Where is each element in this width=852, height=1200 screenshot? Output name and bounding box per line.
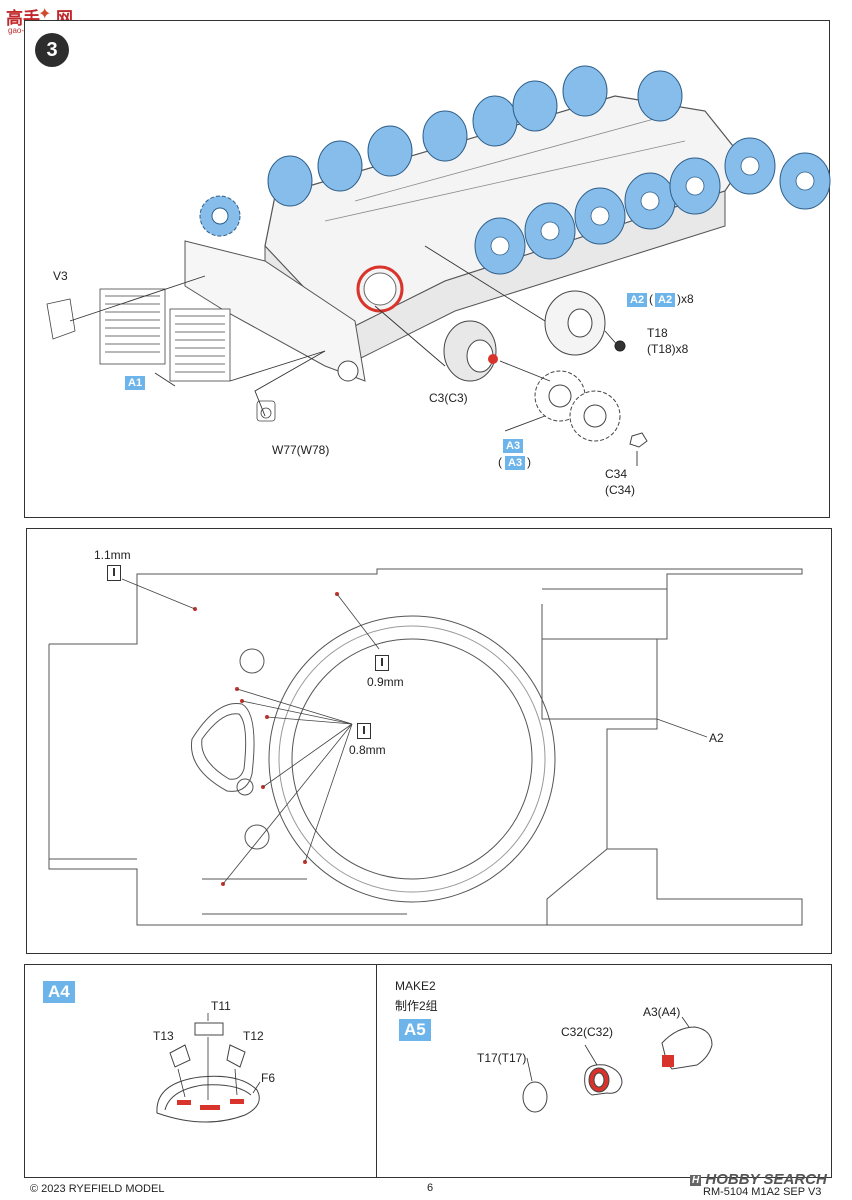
paren-open-a2: ( xyxy=(649,292,653,306)
part-t11 xyxy=(194,1022,224,1036)
label-drill-1-1: 1.1mm xyxy=(94,548,131,562)
label-make-en: MAKE2 xyxy=(395,979,436,993)
label-drill-0-9: 0.9mm xyxy=(367,675,404,689)
label-t18-sub: (T18)x8 xyxy=(647,342,689,356)
part-a3a4 xyxy=(661,1026,713,1070)
tag-a2: A2 xyxy=(627,293,648,307)
hull-outline xyxy=(48,568,803,926)
paren-open-a3: ( xyxy=(498,455,502,469)
a5-assembly-illustration xyxy=(522,1016,713,1113)
label-t17: T17(T17) xyxy=(477,1051,527,1065)
label-c34: C34 xyxy=(605,467,628,481)
label-c3: C3(C3) xyxy=(429,391,468,405)
detail-panel: 1.1mm 0.9mm 0.8mm A2 xyxy=(26,528,832,954)
drill-bit-icon xyxy=(357,723,371,739)
rear-idler xyxy=(337,360,359,382)
grille-a1 xyxy=(99,288,231,382)
part-v3 xyxy=(46,298,76,340)
drill-bit-icon xyxy=(375,655,389,671)
hub-c3 xyxy=(443,320,498,382)
footer-page-number: 6 xyxy=(427,1182,434,1194)
drill-points xyxy=(193,592,339,886)
paren-close-a3: ) xyxy=(527,455,531,469)
drill-bit-icon xyxy=(107,565,121,581)
sprocket-a3 xyxy=(534,370,621,442)
label-drill-0-8: 0.8mm xyxy=(349,743,386,757)
hobbysearch-watermark: H HOBBY SEARCH xyxy=(690,1171,827,1188)
hobbysearch-logo-icon: H xyxy=(690,1174,702,1186)
tag-a5: A5 xyxy=(399,1019,431,1041)
part-c34 xyxy=(629,432,648,448)
hobbysearch-text: HOBBY SEARCH xyxy=(705,1171,827,1188)
part-t13 xyxy=(169,1044,191,1068)
label-c32: C32(C32) xyxy=(561,1025,614,1039)
hull-assembly-illustration xyxy=(46,65,831,466)
label-a3a4: A3(A4) xyxy=(643,1005,681,1019)
tag-a3: A3 xyxy=(503,439,524,453)
label-c34-sub: (C34) xyxy=(605,483,636,497)
part-c32 xyxy=(584,1064,623,1096)
part-t18 xyxy=(614,340,626,352)
watermark-star-icon: ✦ xyxy=(38,6,52,23)
label-part-a2: A2 xyxy=(709,731,724,745)
tag-a1: A1 xyxy=(125,376,146,390)
footer-copyright: © 2023 RYEFIELD MODEL xyxy=(30,1183,165,1195)
a4-assembly-illustration xyxy=(156,1013,261,1123)
footer-product: RM-5104 M1A2 SEP V3 xyxy=(703,1186,822,1198)
a4-panel: A4 T11 T13 T12 F6 xyxy=(24,964,378,1178)
turret-ring-inner xyxy=(291,638,533,880)
part-t12 xyxy=(226,1044,246,1068)
label-f6: F6 xyxy=(261,1071,276,1085)
label-make-cn: 制作2组 xyxy=(395,999,438,1013)
tag-a2-paren: A2 xyxy=(655,293,676,307)
turret-ring-outer xyxy=(268,615,556,903)
far-road-wheels xyxy=(267,65,683,207)
final-drive-ring xyxy=(356,265,404,313)
hull-bottom-drawing xyxy=(48,568,803,926)
label-w77: W77(W78) xyxy=(272,443,330,457)
label-a2-mult: )x8 xyxy=(677,292,694,306)
label-t13: T13 xyxy=(153,1029,174,1043)
tag-a4: A4 xyxy=(43,981,75,1003)
label-t18: T18 xyxy=(647,326,668,340)
step3-panel: 3 xyxy=(24,20,831,518)
tag-a3-paren: A3 xyxy=(505,456,526,470)
part-t17 xyxy=(522,1081,548,1113)
road-wheel-a2 xyxy=(544,290,606,356)
a5-panel: MAKE2 制作2组 A5 A3(A4) C32(C32) T17(T17) xyxy=(376,964,832,1178)
label-t12: T12 xyxy=(243,1029,264,1043)
label-v3: V3 xyxy=(53,269,68,283)
hatch-triangle xyxy=(190,702,255,792)
label-t11: T11 xyxy=(211,999,231,1013)
step-number: 3 xyxy=(35,33,69,67)
part-w77 xyxy=(256,400,276,422)
